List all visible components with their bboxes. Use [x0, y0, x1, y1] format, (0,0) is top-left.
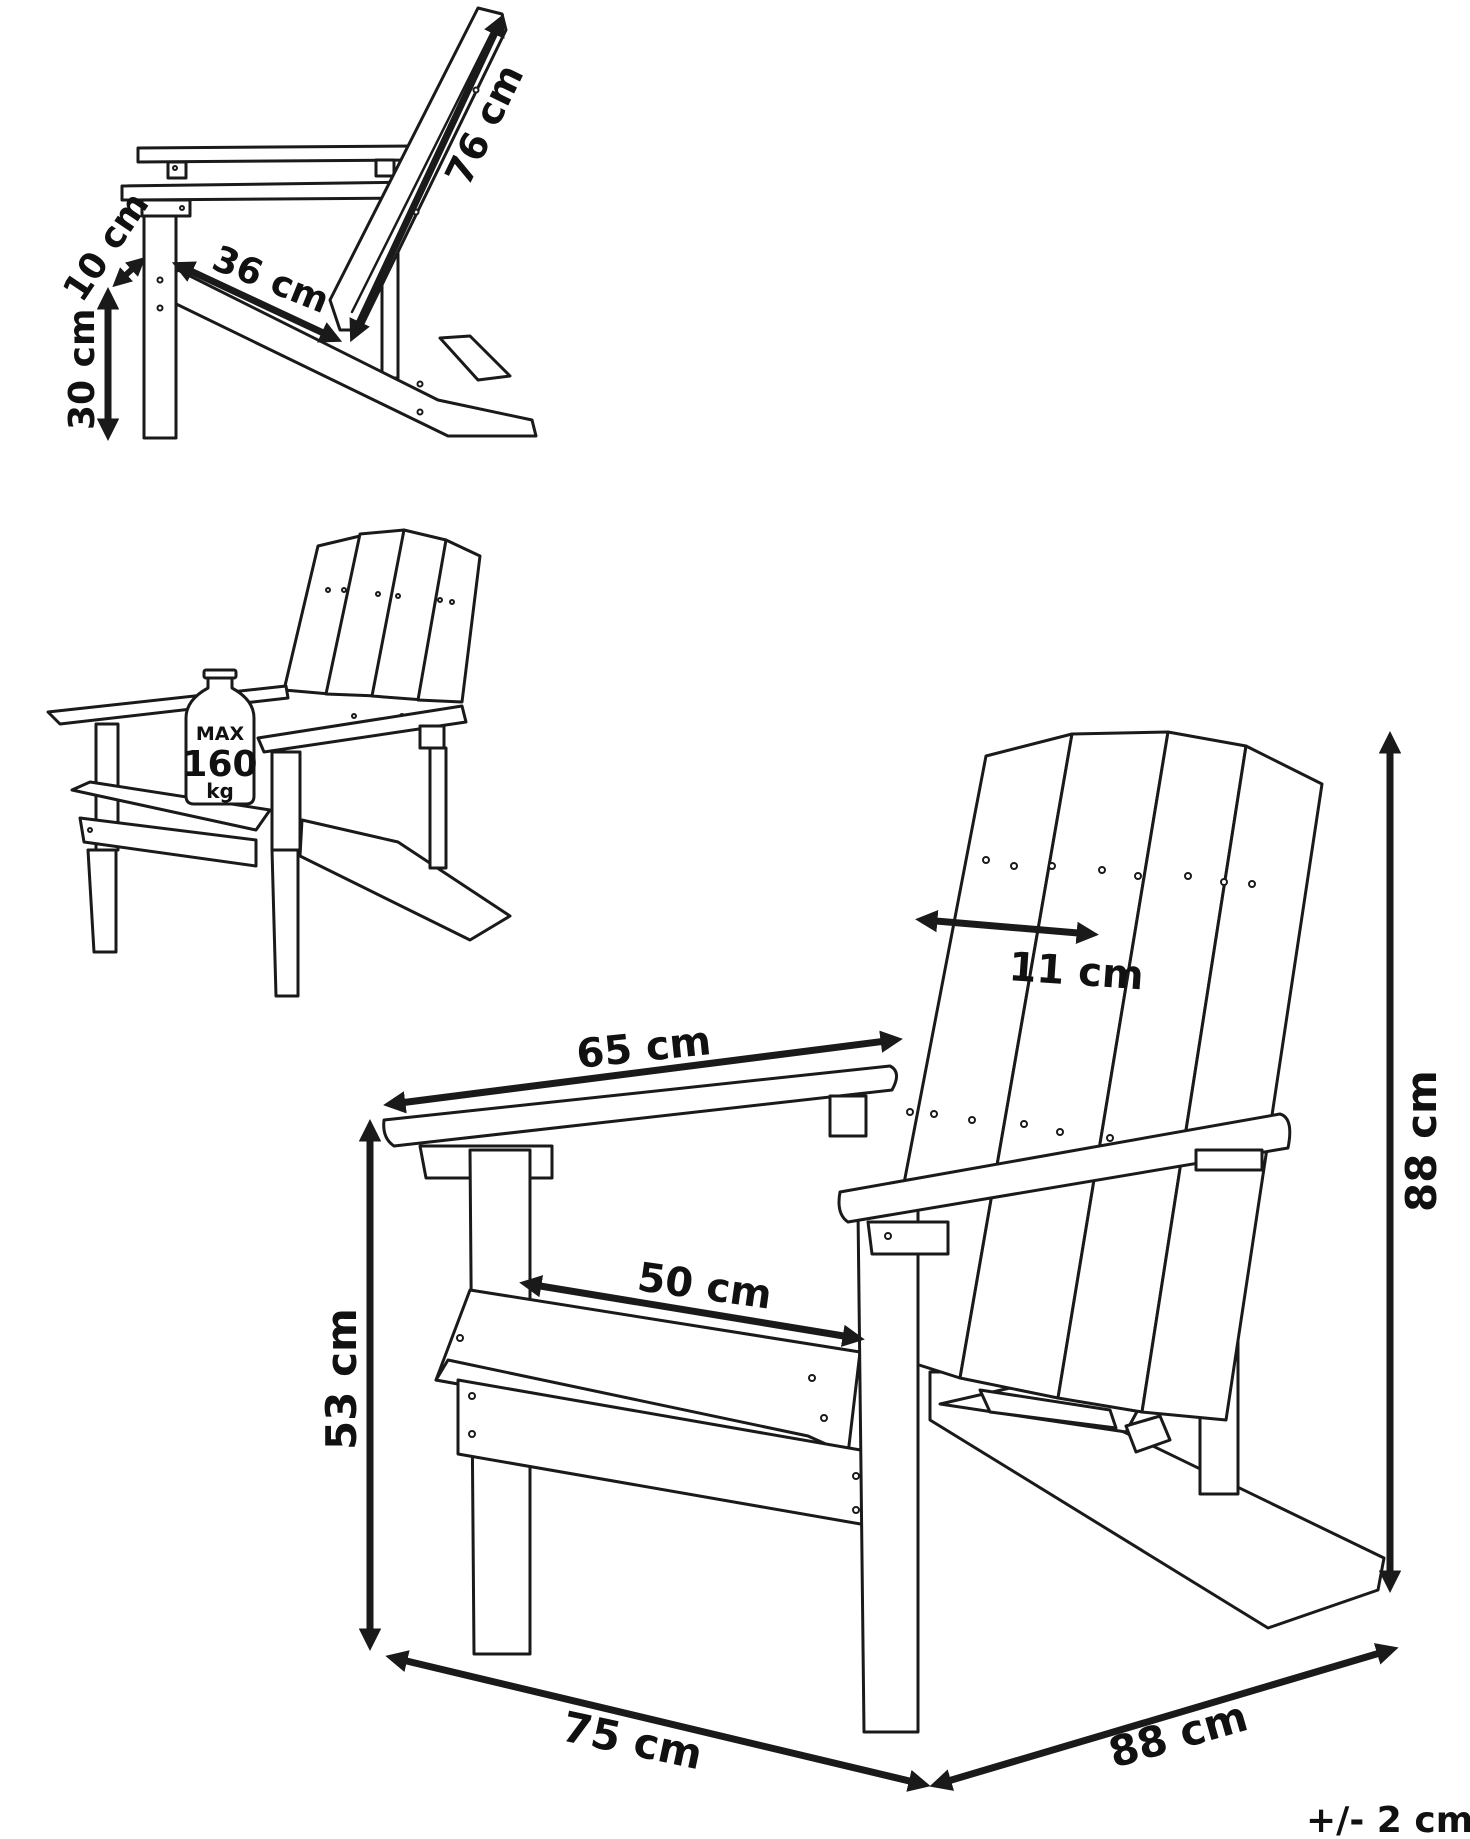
total-height-label: 88 cm [1397, 1070, 1446, 1212]
armrest-clearance-label: 10 cm [55, 185, 157, 309]
depth-label: 88 cm [1103, 1691, 1253, 1777]
slat-width-label: 11 cm [1007, 944, 1145, 999]
depth-arrow [929, 1643, 1399, 1791]
armrest-length-arrow [383, 1030, 903, 1114]
main-view-drawing [382, 730, 1386, 1734]
seat-depth-side-arrow [171, 261, 343, 343]
weight-badge-value: 160 [182, 744, 257, 785]
seat-width-label: 50 cm [635, 1254, 775, 1318]
width-arrow [385, 1650, 931, 1792]
tolerance-label: +/- 2 cm [1306, 1800, 1470, 1839]
weight-badge-max: MAX [196, 723, 245, 745]
backrest-length-arrow [349, 13, 505, 343]
seat-height-label: 30 cm [62, 309, 103, 430]
weight-view-drawing [46, 528, 512, 998]
seat-width-arrow [519, 1275, 865, 1347]
armrest-clearance-arrow [112, 256, 146, 288]
slat-width-arrow [915, 909, 1099, 945]
weight-badge-unit: kg [206, 779, 234, 803]
arm-height-label: 53 cm [317, 1308, 366, 1450]
